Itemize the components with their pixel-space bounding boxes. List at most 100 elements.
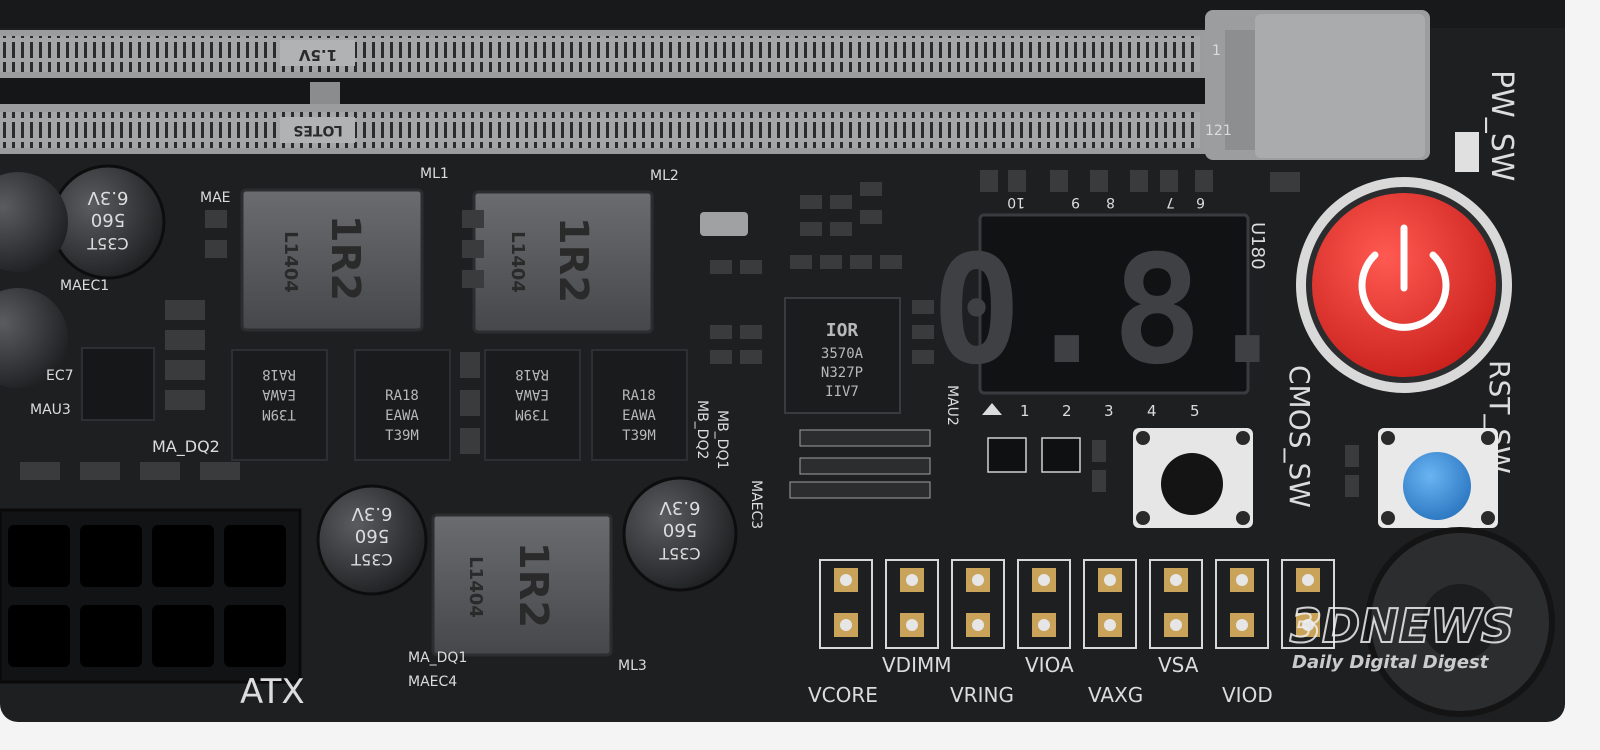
voltage-point-frame — [1083, 559, 1137, 649]
inductor-ml3: 1R2 L1404 — [431, 513, 613, 657]
inductor-ml3-code: L1404 — [465, 556, 486, 618]
inductor-ml3-value: 1R2 — [510, 542, 556, 628]
capacitor-3-series: C35T — [659, 544, 701, 563]
controller-line3: IIV7 — [825, 384, 859, 400]
watermark: 3DNEWS Daily Digital Digest — [1289, 598, 1515, 673]
power-icon — [1358, 251, 1450, 331]
capacitor-2-voltage: 6.3V — [351, 503, 393, 524]
voltage-point-hole — [1104, 574, 1116, 586]
voltage-point-hole — [1236, 619, 1248, 631]
maec4-label: MAEC4 — [408, 674, 457, 690]
controller-line2: N327P — [821, 365, 863, 381]
position-number-3: 3 — [1104, 402, 1114, 420]
voltage-point-hole — [906, 574, 918, 586]
controller-logo: IOR — [826, 320, 859, 341]
mosfet-1-line2: EAWA — [262, 386, 296, 402]
mosfet-4-line2: EAWA — [622, 408, 656, 424]
inductor-ml1-code: L1404 — [280, 231, 301, 293]
capacitor-2-series: C35T — [351, 550, 393, 569]
mosfet-3-line1: RA18 — [515, 366, 549, 382]
mosfet-3-line3: T39M — [515, 406, 549, 422]
voltage-point-frame — [819, 559, 873, 649]
vcore-label: VCORE — [808, 683, 878, 707]
resistor-arrays — [987, 437, 1081, 473]
maec3-label: MAEC3 — [748, 480, 764, 529]
debug-led-display: 0.8. — [931, 213, 1293, 398]
mosfet-4: RA18 EAWA T39M — [591, 349, 688, 461]
voltage-point-hole — [972, 619, 984, 631]
mosfet-1-line3: T39M — [262, 406, 296, 422]
mosfet-1: RA18 EAWA T39M — [231, 349, 328, 461]
mosfet-2: RA18 EAWA T39M — [354, 349, 451, 461]
watermark-tagline: Daily Digital Digest — [1292, 652, 1490, 673]
mosfet-2-line3: T39M — [385, 428, 419, 444]
mosfet-3-line2: EAWA — [515, 386, 549, 402]
voltage-point-hole — [906, 619, 918, 631]
voltage-point-hole — [972, 574, 984, 586]
capacitor-1-series: C35T — [87, 234, 129, 253]
slot-voltage-label: 1.5V — [299, 46, 338, 64]
top-number-4: 7 — [1166, 194, 1175, 210]
cmos-sw-label: CMOS_SW — [1283, 365, 1316, 508]
voltage-point-hole — [1236, 574, 1248, 586]
mosfet-3: RA18 EAWA T39M — [484, 349, 581, 461]
ml1-label: ML1 — [420, 166, 449, 182]
slot-pin-top: 1 — [1212, 43, 1221, 59]
maec-label: MAE — [200, 190, 231, 206]
inductor-ml1: 1R2 L1404 — [240, 188, 424, 332]
vioa-label: VIOA — [1025, 653, 1074, 677]
mosfet-2-line1: RA18 — [385, 388, 419, 404]
u180-label: U180 — [1247, 222, 1268, 270]
vring-label: VRING — [950, 683, 1014, 707]
atx-power-connector — [0, 508, 302, 684]
slot-pin-bottom: 121 — [1205, 123, 1232, 139]
position-number-5: 5 — [1190, 402, 1200, 420]
voltage-point-hole — [1170, 574, 1182, 586]
voltage-point-frame — [1281, 559, 1335, 649]
ml3-label: ML3 — [618, 658, 647, 674]
position-numbers: 1 2 3 4 5 — [982, 402, 1200, 420]
watermark-brand: 3DNEWS — [1290, 599, 1514, 653]
voltage-point-hole — [1302, 574, 1314, 586]
position-number-1: 1 — [1020, 402, 1030, 420]
display-top-numbers: 10 9 8 7 6 — [1007, 194, 1205, 210]
capacitor-3-voltage: 6.3V — [659, 497, 701, 518]
position-number-2: 2 — [1062, 402, 1072, 420]
mosfet-1-line1: RA18 — [262, 366, 296, 382]
pw-sw-label: PW_SW — [1484, 70, 1519, 181]
inductor-ml2-value: 1R2 — [550, 217, 596, 303]
capacitor-1: 6.3V 560 C35T — [50, 164, 166, 280]
voltage-point-hole — [1038, 574, 1050, 586]
capacitor-1-value: 560 — [91, 209, 125, 230]
vsa-label: VSA — [1158, 653, 1199, 677]
top-number-2: 9 — [1071, 194, 1080, 210]
mosfet-4-line1: RA18 — [622, 388, 656, 404]
vaxg-label: VAXG — [1088, 683, 1143, 707]
capacitor-3-value: 560 — [663, 519, 697, 540]
smd-components — [20, 132, 1479, 499]
inductor-ml2: 1R2 L1404 — [472, 190, 654, 334]
mb-dq1-label: MB_DQ1 — [714, 410, 730, 469]
cmos-button[interactable] — [1133, 428, 1253, 528]
capacitor-2-value: 560 — [355, 525, 389, 546]
viod-label: VIOD — [1222, 683, 1273, 707]
ma-dq1-label: MA_DQ1 — [408, 650, 467, 666]
voltage-point-frame — [1017, 559, 1071, 649]
voltage-point-frame — [1215, 559, 1269, 649]
capacitor-1-voltage: 6.3V — [87, 187, 129, 208]
maec1-label: MAEC1 — [60, 278, 109, 294]
debug-display-digits: 0.8. — [931, 224, 1292, 398]
position-number-4: 4 — [1147, 402, 1157, 420]
power-button[interactable] — [1296, 177, 1512, 393]
reset-button[interactable] — [1378, 428, 1498, 528]
voltage-point-hole — [840, 574, 852, 586]
controller-line1: 3570A — [821, 346, 864, 362]
mau2-label: MAU2 — [944, 385, 960, 426]
mosfet-4-line3: T39M — [622, 428, 656, 444]
mosfet-2-line2: EAWA — [385, 408, 419, 424]
voltage-measurement-header — [819, 559, 1335, 649]
atx-label: ATX — [240, 672, 305, 712]
voltage-point-frame — [951, 559, 1005, 649]
pwm-controller-chip: IOR 3570A N327P IIV7 — [784, 297, 901, 414]
